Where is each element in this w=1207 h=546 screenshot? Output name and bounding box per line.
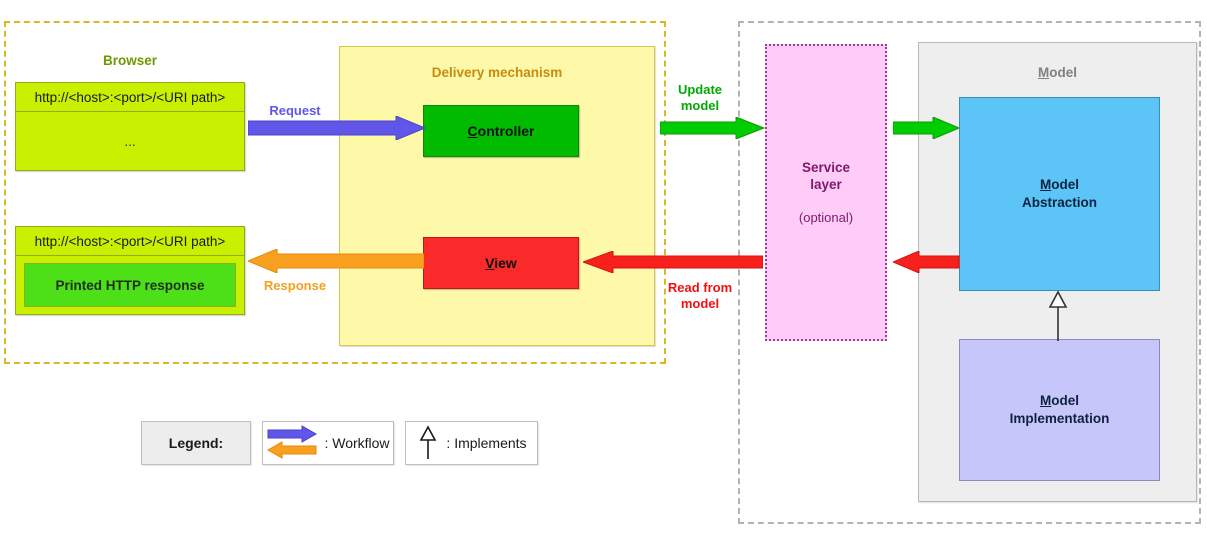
response-arrow-label: Response — [263, 278, 327, 293]
server-model-zone — [738, 21, 1201, 524]
legend-implements-box: : Implements — [405, 421, 538, 465]
controller-box[interactable]: Controller — [423, 105, 579, 157]
client-delivery-zone — [4, 21, 666, 364]
response-arrow — [248, 249, 424, 273]
workflow-arrows-icon — [267, 425, 318, 459]
view-label: View — [485, 255, 517, 271]
browser-request-body: ... — [124, 134, 136, 149]
update-model-arrow-to-service — [660, 117, 765, 139]
browser-title: Browser — [102, 53, 158, 68]
legend-workflow-label: : Workflow — [324, 435, 390, 451]
legend-title-label: Legend: — [168, 435, 224, 451]
update-model-arrow-to-model — [893, 117, 960, 139]
legend-implements-label: : Implements — [446, 435, 527, 451]
legend-title-box: Legend: — [141, 421, 251, 465]
model-zone-title: Model — [1037, 65, 1077, 80]
read-from-model-arrow-to-view — [583, 251, 763, 273]
delivery-mechanism-zone — [339, 46, 655, 346]
browser-response-window[interactable]: http://<host>:<port>/<URI path> Printed … — [15, 226, 245, 315]
read-from-model-arrow-to-service — [893, 251, 960, 273]
view-box[interactable]: View — [423, 237, 579, 289]
controller-label: Controller — [467, 123, 535, 139]
implements-generalization-arrow — [1048, 290, 1068, 341]
browser-request-url[interactable]: http://<host>:<port>/<URI path> — [16, 83, 244, 112]
browser-response-url[interactable]: http://<host>:<port>/<URI path> — [16, 227, 244, 256]
legend-workflow-box: : Workflow — [262, 421, 394, 465]
request-arrow-label: Request — [269, 103, 321, 118]
browser-request-window[interactable]: http://<host>:<port>/<URI path> ... — [15, 82, 245, 171]
delivery-mechanism-title: Delivery mechanism — [431, 65, 563, 80]
request-arrow — [248, 116, 426, 140]
implements-arrow-icon — [420, 425, 437, 459]
service-layer-optional: (optional) — [798, 209, 854, 225]
printed-http-response-box: Printed HTTP response — [24, 263, 236, 307]
